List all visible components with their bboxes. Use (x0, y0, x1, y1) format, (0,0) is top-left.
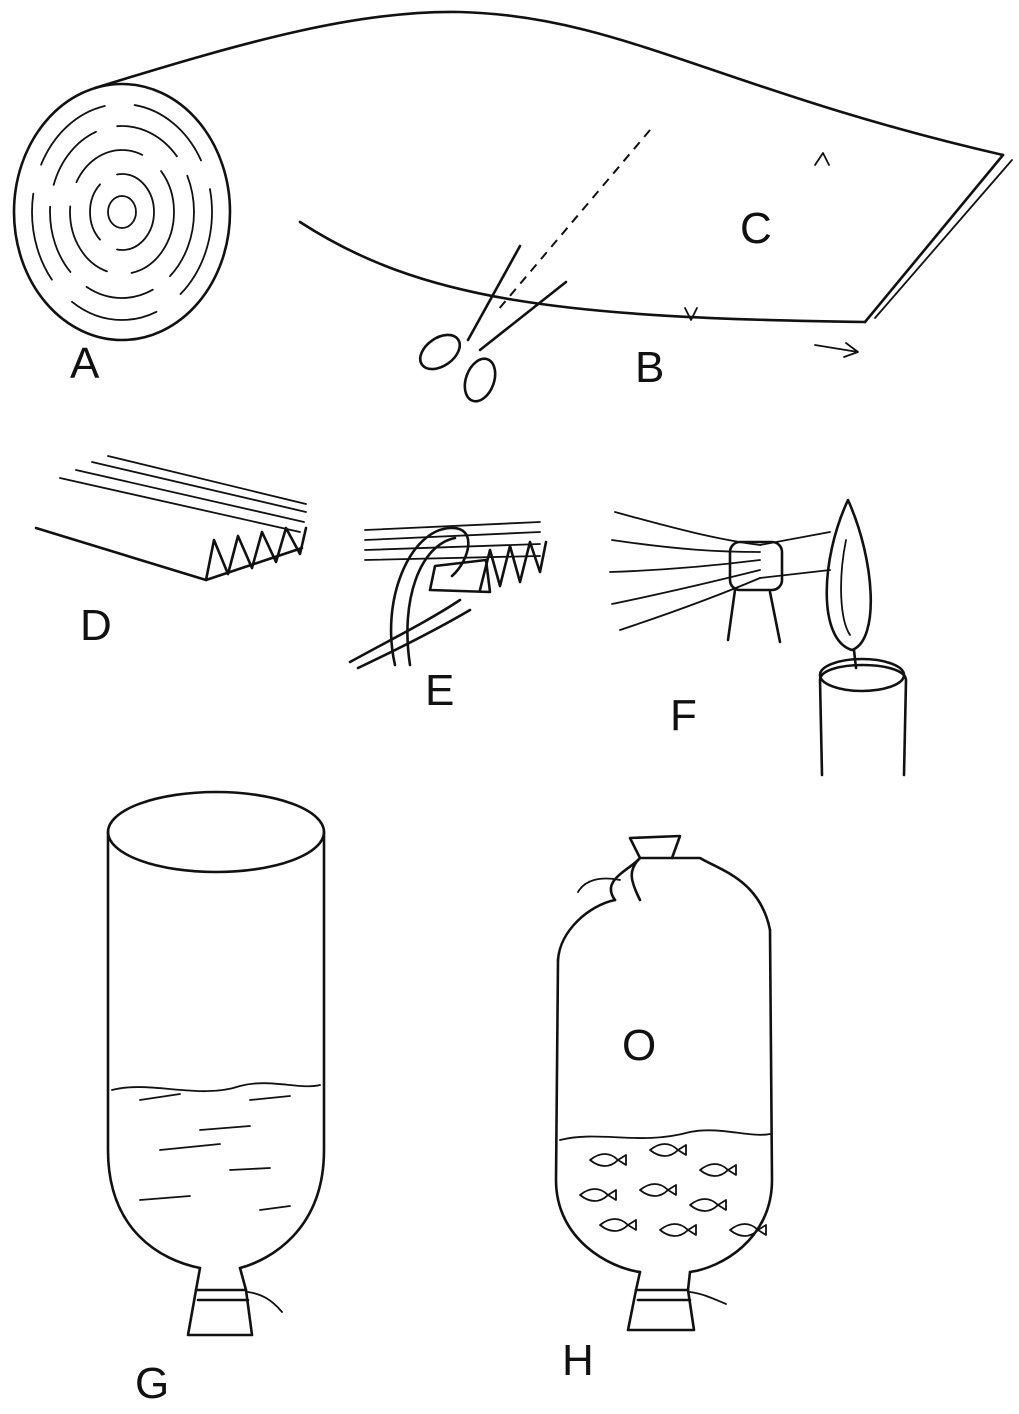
tying-bag-end-illustration (350, 522, 546, 668)
cut-line (498, 130, 650, 310)
label-o: O (622, 1021, 656, 1070)
label-b: B (635, 343, 664, 392)
label-f: F (670, 691, 697, 740)
label-c: C (740, 204, 772, 253)
sealing-with-candle-illustration (610, 500, 906, 775)
plastic-roll-illustration (14, 84, 230, 340)
scissors-icon (414, 246, 566, 405)
label-g: G (135, 1359, 169, 1408)
candle-icon (820, 665, 906, 775)
label-h: H (562, 1336, 594, 1385)
label-e: E (425, 666, 454, 715)
bag-with-fish-illustration (556, 836, 772, 1330)
label-a: A (70, 339, 100, 388)
folded-bag-end-illustration (36, 456, 306, 580)
candle-flame-icon (827, 500, 871, 650)
plastic-sheet-illustration (95, 12, 1012, 357)
fish-icons (580, 1144, 766, 1236)
label-d: D (80, 601, 112, 650)
roll-spiral-lines (32, 104, 212, 320)
bag-with-water-illustration (108, 792, 324, 1335)
